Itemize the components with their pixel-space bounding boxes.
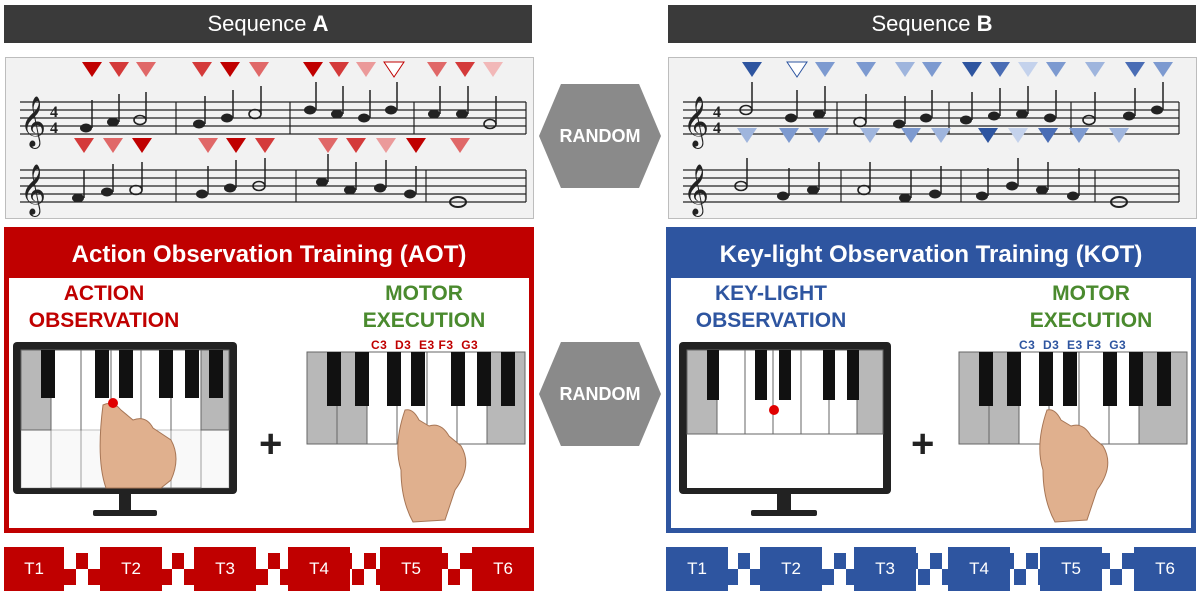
sequence-a-letter: A — [312, 11, 329, 36]
sequence-a-staff: 𝄞 𝄞 4 4 — [20, 61, 527, 217]
aot-trial-timeline: T1 T2 T3 T4 T5 T6 — [4, 537, 534, 601]
aot-trial-t5: T5 — [380, 547, 442, 591]
aot-observation-label: ACTION OBSERVATION — [9, 280, 199, 334]
kot-execution-line1: MOTOR — [1052, 282, 1130, 305]
kot-connector-stripe-top — [666, 553, 1196, 569]
aot-monitor-illustration — [13, 342, 237, 516]
aot-keyboard-illustration — [306, 351, 526, 523]
kot-observation-line1: KEY-LIGHT — [714, 282, 827, 305]
svg-text:4: 4 — [50, 120, 58, 137]
aot-trial-t1: T1 — [4, 547, 64, 591]
aot-trial-t6: T6 — [472, 547, 534, 591]
sequence-a-header: Sequence A — [4, 5, 532, 43]
aot-panel: Action Observation Training (AOT) ACTION… — [4, 227, 534, 533]
random-text-top: RANDOM — [559, 125, 641, 146]
sequence-b-letter: B — [976, 11, 993, 36]
sequence-b-score: 𝄞 𝄞 4 4 — [668, 57, 1197, 219]
kot-trial-t4: T4 — [948, 547, 1010, 591]
kot-keyboard-illustration — [958, 351, 1188, 523]
kot-observation-line2: OBSERVATION — [695, 309, 847, 332]
kot-trial-t6: T6 — [1134, 547, 1196, 591]
random-label-top: RANDOM — [539, 84, 661, 188]
kot-panel: Key-light Observation Training (KOT) KEY… — [666, 227, 1196, 533]
aot-execution-label: MOTOR EXECUTION — [329, 280, 519, 334]
aot-execution-line1: MOTOR — [385, 282, 463, 305]
kot-trial-t3: T3 — [854, 547, 916, 591]
svg-text:𝄞: 𝄞 — [683, 164, 709, 217]
sequence-b-prefix: Sequence — [871, 11, 977, 36]
aot-connector-stripe-bottom — [4, 569, 534, 585]
aot-trial-t3: T3 — [194, 547, 256, 591]
kot-execution-line2: EXECUTION — [1029, 309, 1153, 332]
sequence-b-header: Sequence B — [668, 5, 1196, 43]
kot-monitor-illustration — [679, 342, 891, 516]
aot-trial-t2: T2 — [100, 547, 162, 591]
kot-title: Key-light Observation Training (KOT) — [671, 232, 1191, 278]
svg-text:𝄞: 𝄞 — [20, 96, 46, 149]
svg-text:4: 4 — [50, 104, 58, 121]
svg-text:𝄞: 𝄞 — [683, 96, 709, 149]
aot-observation-line2: OBSERVATION — [28, 309, 180, 332]
sequence-a-prefix: Sequence — [207, 11, 313, 36]
random-label-bottom: RANDOM — [539, 342, 661, 446]
kot-connector-stripe-bottom — [666, 569, 1196, 585]
kot-trial-timeline: T1 T2 T3 T4 T5 T6 — [666, 537, 1196, 601]
aot-note-labels: C3 D3 E3 F3 G3 — [371, 338, 479, 352]
kot-plus-sign: + — [911, 422, 935, 466]
svg-text:4: 4 — [713, 104, 721, 121]
kot-trial-t2: T2 — [760, 547, 822, 591]
kot-observation-label: KEY-LIGHT OBSERVATION — [671, 280, 871, 334]
aot-connector-stripe-top — [4, 553, 534, 569]
aot-trial-t4: T4 — [288, 547, 350, 591]
kot-execution-label: MOTOR EXECUTION — [991, 280, 1191, 334]
aot-observation-line1: ACTION — [63, 282, 145, 305]
svg-text:4: 4 — [713, 120, 721, 137]
random-text-bottom: RANDOM — [559, 383, 641, 404]
kot-trial-t5: T5 — [1040, 547, 1102, 591]
kot-note-labels: C3 D3 E3 F3 G3 — [1019, 338, 1127, 352]
aot-execution-line2: EXECUTION — [362, 309, 486, 332]
aot-title: Action Observation Training (AOT) — [9, 232, 529, 278]
svg-text:𝄞: 𝄞 — [20, 164, 46, 217]
kot-trial-t1: T1 — [666, 547, 728, 591]
aot-plus-sign: + — [259, 422, 283, 466]
sequence-b-staff: 𝄞 𝄞 4 4 — [683, 61, 1180, 217]
sequence-a-score: 𝄞 𝄞 4 4 — [5, 57, 534, 219]
